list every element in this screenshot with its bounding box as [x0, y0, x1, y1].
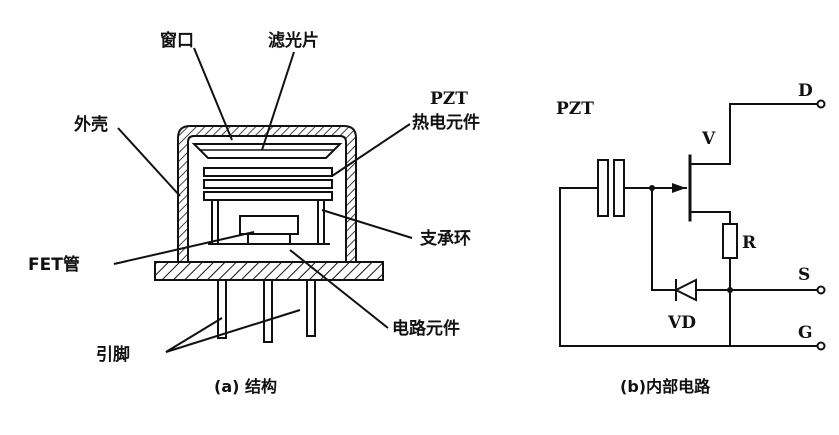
terminal-g — [816, 341, 826, 351]
label-pzt: PZT — [430, 89, 468, 109]
fet-block — [239, 215, 299, 235]
structure-drawing: 窗口 滤光片 外壳 PZT 热电元件 支承环 FET管 引脚 电路元件 (a) … — [28, 30, 480, 396]
label-support-ring: 支承环 — [420, 228, 471, 249]
label-window: 窗口 — [160, 30, 194, 51]
label-transistor: V — [701, 129, 716, 149]
label-resistor: R — [742, 233, 757, 253]
pin-middle — [263, 279, 273, 343]
label-filter: 滤光片 — [268, 30, 319, 51]
label-circuit-parts: 电路元件 — [392, 318, 460, 339]
circuit-block — [247, 233, 291, 245]
label-terminal-d: D — [798, 81, 813, 101]
circuit-drawing: PZT V R VD D S G (b)内部电路 — [556, 81, 826, 396]
label-pins: 引脚 — [96, 344, 130, 365]
label-circuit-pzt: PZT — [556, 99, 594, 119]
caption-circuit: (b)内部电路 — [620, 377, 711, 396]
pzt-plate-2 — [203, 179, 333, 189]
pzt-element — [597, 159, 609, 217]
pin-left — [217, 279, 227, 339]
label-pyroelectric: 热电元件 — [412, 112, 480, 133]
pzt-plate-3 — [203, 191, 333, 201]
filter — [191, 143, 343, 159]
outer-shell — [177, 125, 357, 263]
terminal-d — [816, 99, 826, 109]
label-terminal-g: G — [798, 323, 813, 343]
label-shell: 外壳 — [74, 114, 108, 135]
terminal-s — [816, 285, 826, 295]
diode — [673, 278, 697, 302]
pin-right — [306, 279, 316, 337]
caption-structure: (a) 结构 — [214, 377, 277, 396]
label-fet: FET管 — [28, 254, 80, 275]
resistor — [722, 223, 738, 259]
gate-arrow — [672, 183, 686, 193]
pzt-plate-1 — [203, 167, 333, 177]
base-plate — [154, 261, 384, 281]
label-diode: VD — [667, 313, 696, 333]
label-terminal-s: S — [798, 265, 810, 285]
